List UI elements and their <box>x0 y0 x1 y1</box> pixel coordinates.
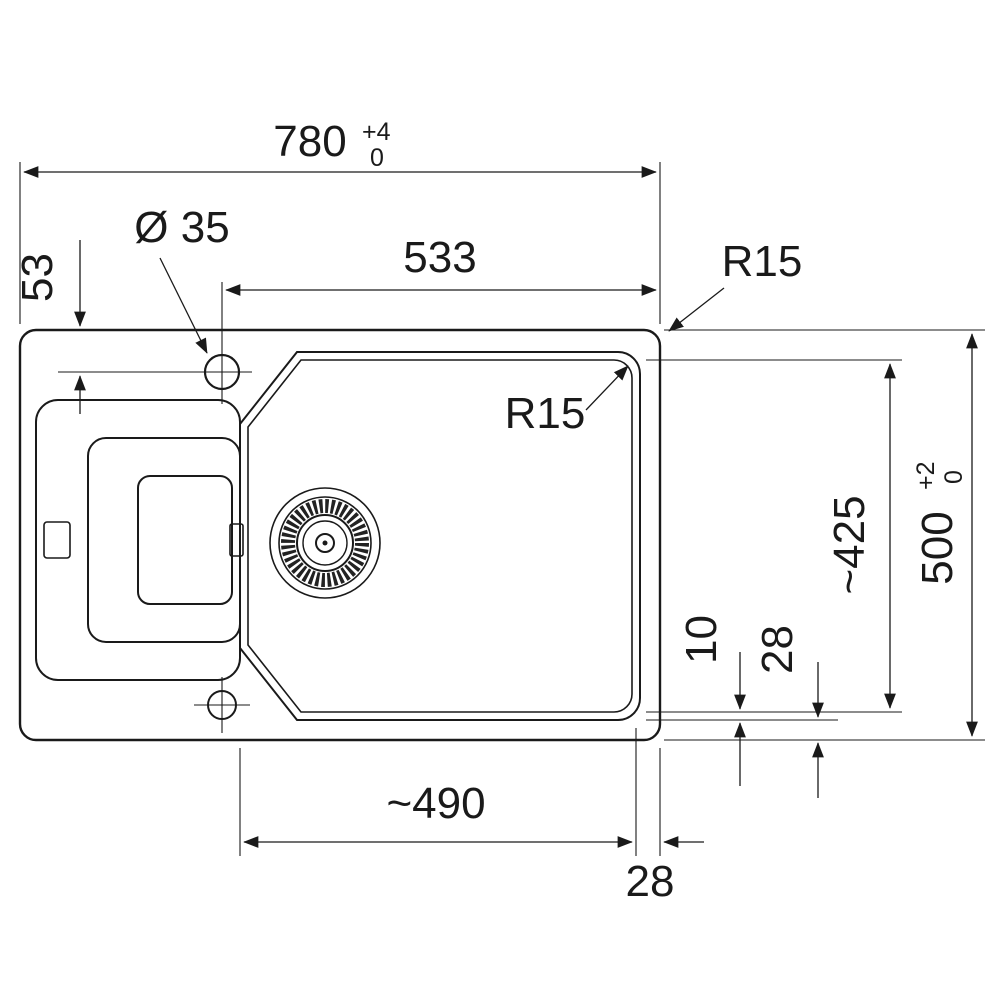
dim-500-label: 500 <box>913 511 962 584</box>
dim-radius-inner: R15 <box>505 365 629 438</box>
dim-500-tol-lower: 0 <box>940 470 968 484</box>
drain-outer-ring <box>269 487 381 599</box>
drain-knurled-ring <box>281 499 369 587</box>
dim-53-label: 53 <box>13 253 62 302</box>
r15-outer-label: R15 <box>722 237 803 286</box>
dim-bowl-length: ~425 <box>646 359 902 713</box>
drainer-inner-profile <box>137 475 233 605</box>
dim-490-label: ~490 <box>386 779 485 828</box>
dim-rim-gap: 10 <box>646 615 838 786</box>
drainer-section <box>35 399 244 681</box>
dim-10-label: 10 <box>677 615 726 664</box>
dim-780-tol-upper: +4 <box>362 118 391 146</box>
drainer-middle-profile <box>87 437 241 643</box>
taphole-dia-label: Ø 35 <box>134 203 229 252</box>
dim-overall-width: 780 +4 0 <box>19 117 661 324</box>
drain-ring-4 <box>302 520 348 566</box>
dim-taphole-offset: 53 <box>13 240 200 414</box>
dim-overall-depth: 500 +2 0 <box>664 329 985 741</box>
dim-780-tol-lower: 0 <box>370 144 384 172</box>
dim-radius-outer: R15 <box>668 237 803 332</box>
leader-r15-outer <box>668 287 725 332</box>
tap-hole-top <box>192 282 252 404</box>
drain-ring-2 <box>278 496 372 590</box>
dim-533-label: 533 <box>403 233 476 282</box>
dim-28-bottom-label: 28 <box>626 857 675 906</box>
leader-r15-inner <box>585 365 629 411</box>
bowl-outer-rim <box>239 351 641 721</box>
dim-bowl-bottom-width: ~490 28 <box>239 728 704 906</box>
dim-taphole-diameter: Ø 35 <box>134 203 230 354</box>
drain-center-ring <box>315 533 335 553</box>
bowl-inner-rim <box>247 359 633 713</box>
bowl <box>239 351 641 721</box>
leader-taphole <box>159 257 208 354</box>
drain-center-dot <box>322 540 328 546</box>
dim-425-label: ~425 <box>825 495 874 594</box>
r15-inner-label: R15 <box>505 389 586 438</box>
dim-500-tol-upper: +2 <box>912 461 940 490</box>
sink-outer-edge <box>18 328 662 742</box>
drain-ring-3 <box>296 514 354 572</box>
bowl-edge-notch <box>229 523 244 557</box>
dim-rim-offset: 28 <box>753 625 824 798</box>
sink-outline <box>18 328 662 742</box>
dim-780-label: 780 <box>273 117 346 166</box>
dim-28-right-label: 28 <box>753 625 802 674</box>
tap-hole-bottom <box>194 677 250 733</box>
dim-bowl-width: 533 <box>225 233 657 296</box>
overflow-slot <box>43 521 71 559</box>
drain-assembly <box>269 487 381 599</box>
